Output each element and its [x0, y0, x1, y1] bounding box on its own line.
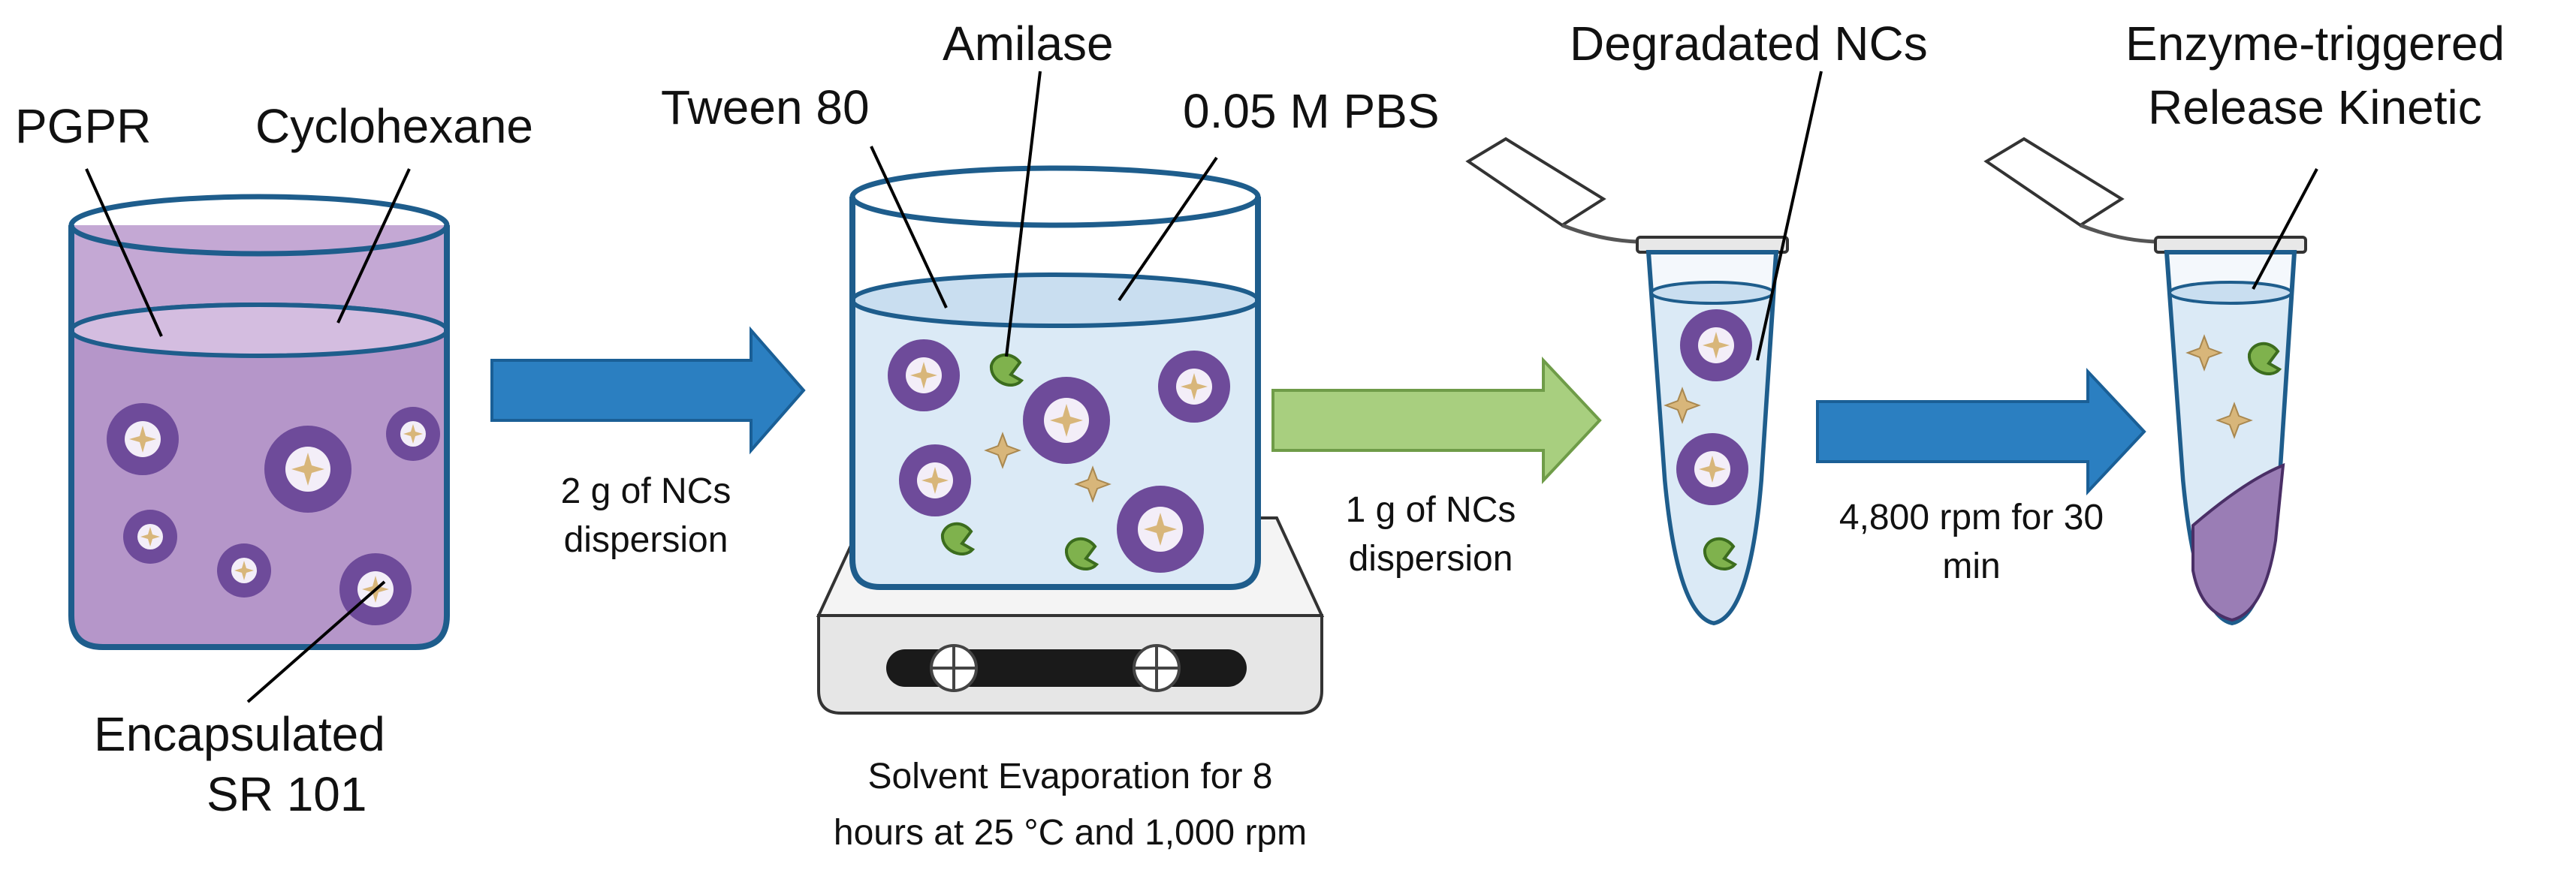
- knob-icon: [930, 644, 978, 692]
- pointer-degradated: [1756, 71, 1823, 361]
- arrow2-caption-line1: 1 g of NCs: [1346, 490, 1516, 530]
- blue-arrow-3: [1816, 367, 2146, 496]
- pellet-icon: [2191, 462, 2285, 622]
- pointer-encapsulated: [246, 580, 386, 703]
- nanocapsule: [264, 426, 351, 513]
- nanocapsule: [107, 403, 179, 475]
- pointer-amilase: [1005, 71, 1042, 357]
- beaker-aqueous-phase: [849, 165, 1261, 590]
- knob-icon: [1133, 644, 1181, 692]
- step2-caption-line1: Solvent Evaporation for 8: [868, 757, 1273, 796]
- step2-caption-line2: hours at 25 °C and 1,000 rpm: [834, 813, 1307, 853]
- pointer-pgpr: [85, 168, 163, 337]
- microtube-icon: [1983, 137, 2307, 626]
- pointer-cyclohexane: [336, 168, 411, 324]
- label-amilase: Amilase: [943, 17, 1114, 71]
- label-pbs: 0.05 M PBS: [1183, 84, 1440, 138]
- nanocapsule: [217, 543, 271, 598]
- label-tween: Tween 80: [661, 80, 870, 134]
- nanocapsule: [1676, 433, 1748, 505]
- microtube-icon: [1465, 137, 1789, 626]
- arrow3-caption-line1: 4,800 rpm for 30: [1839, 498, 2104, 537]
- nanocapsule: [1680, 309, 1752, 381]
- arrow1-caption-line2: dispersion: [564, 520, 728, 560]
- label-cyclohexane: Cyclohexane: [255, 99, 533, 153]
- pointer-tween: [870, 146, 948, 309]
- label-enzyme-triggered: Enzyme-triggered: [2125, 17, 2505, 71]
- nanocapsule: [1158, 351, 1230, 423]
- label-pgpr: PGPR: [15, 99, 151, 153]
- nanocapsule: [386, 407, 440, 461]
- label-sr101: SR 101: [207, 767, 366, 821]
- label-release-kinetic: Release Kinetic: [2148, 80, 2482, 134]
- label-degradated: Degradated NCs: [1570, 17, 1928, 71]
- arrow3-caption-line2: min: [1942, 546, 2000, 586]
- nanocapsule: [1023, 377, 1110, 464]
- nanocapsule: [888, 339, 960, 411]
- arrow2-caption-line2: dispersion: [1349, 539, 1513, 579]
- nanocapsule: [899, 444, 971, 516]
- nanocapsule: [1117, 486, 1204, 573]
- label-encapsulated: Encapsulated: [94, 707, 385, 761]
- pointer-pbs: [1118, 156, 1218, 302]
- beaker-organic-phase: [68, 194, 450, 650]
- green-arrow: [1271, 356, 1602, 485]
- nanocapsule: [123, 510, 177, 564]
- arrow1-caption-line1: 2 g of NCs: [561, 471, 731, 511]
- blue-arrow-1: [490, 326, 806, 455]
- pointer-release: [2252, 168, 2318, 290]
